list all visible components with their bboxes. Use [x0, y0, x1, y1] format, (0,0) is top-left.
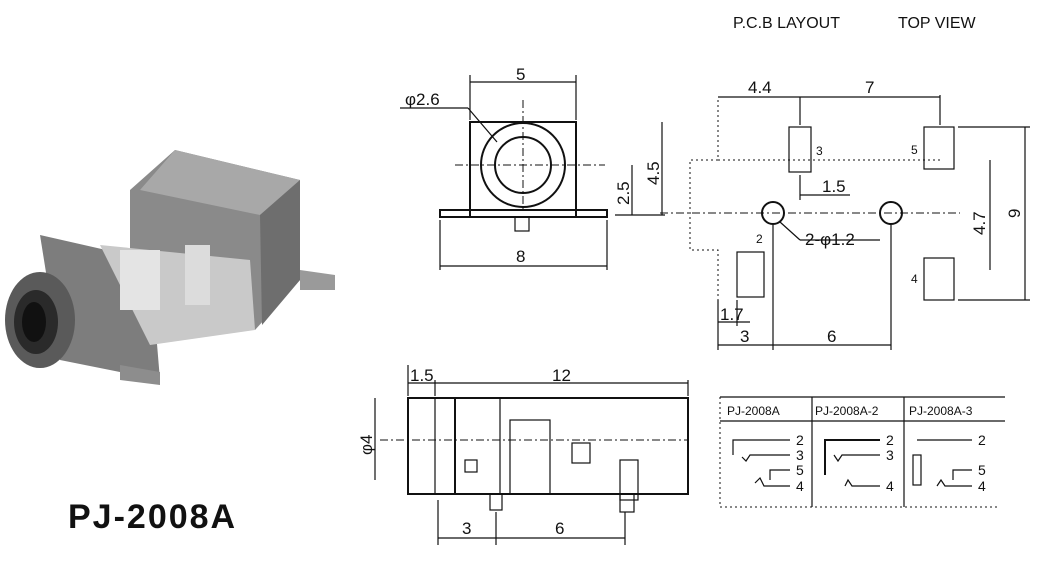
side-dia-dim: φ4	[357, 435, 376, 455]
front-width-dim: 5	[516, 65, 525, 84]
pcb-dim-7: 7	[865, 78, 874, 97]
top-view-label: TOP VIEW	[898, 15, 977, 32]
pcb-dim-9: 9	[1005, 209, 1024, 218]
table-header-pj-2008a-3: PJ-2008A-3	[909, 404, 973, 418]
side-dim-1-5: 1.5	[410, 366, 434, 385]
col2-pin-4: 4	[886, 478, 894, 494]
col3-pin-4: 4	[978, 478, 986, 494]
pcb-dim-6: 6	[827, 327, 836, 346]
front-hole-dia-dim: φ2.6	[405, 90, 440, 109]
model-title: PJ-2008A	[68, 498, 237, 536]
side-dim-12: 12	[552, 366, 571, 385]
table-header-pj-2008a: PJ-2008A	[727, 404, 780, 418]
pin-label-3: 3	[816, 144, 823, 158]
col3-pin-5: 5	[978, 462, 986, 478]
col2-pin-3: 3	[886, 447, 894, 463]
schematic-table	[719, 396, 1005, 508]
side-view	[374, 365, 689, 545]
front-height-dim: 4.5	[644, 161, 663, 185]
pcb-dim-4-7: 4.7	[970, 211, 989, 235]
col1-pin-2: 2	[796, 432, 804, 448]
pcb-dim-1-5: 1.5	[822, 177, 846, 196]
pcb-layout	[660, 95, 1030, 350]
table-header-pj-2008a-2: PJ-2008A-2	[815, 404, 879, 418]
front-view	[400, 75, 665, 270]
side-dim-6: 6	[555, 519, 564, 538]
pin-label-5: 5	[911, 143, 918, 157]
col3-pin-2: 2	[978, 432, 986, 448]
pcb-dim-4-4: 4.4	[748, 78, 772, 97]
col1-pin-4: 4	[796, 478, 804, 494]
pcb-layout-label: P.C.B LAYOUT	[733, 15, 840, 32]
pcb-dim-1-7: 1.7	[720, 305, 744, 324]
product-photo	[5, 150, 335, 385]
front-base-width-dim: 8	[516, 247, 525, 266]
col1-pin-3: 3	[796, 447, 804, 463]
pin-label-4: 4	[911, 272, 918, 286]
pcb-holes-dim: 2-φ1.2	[805, 230, 855, 249]
front-center-height-dim: 2.5	[614, 181, 633, 205]
pin-label-2: 2	[756, 232, 763, 246]
pcb-dim-3: 3	[740, 327, 749, 346]
side-dim-3: 3	[462, 519, 471, 538]
col2-pin-2: 2	[886, 432, 894, 448]
col1-pin-5: 5	[796, 462, 804, 478]
